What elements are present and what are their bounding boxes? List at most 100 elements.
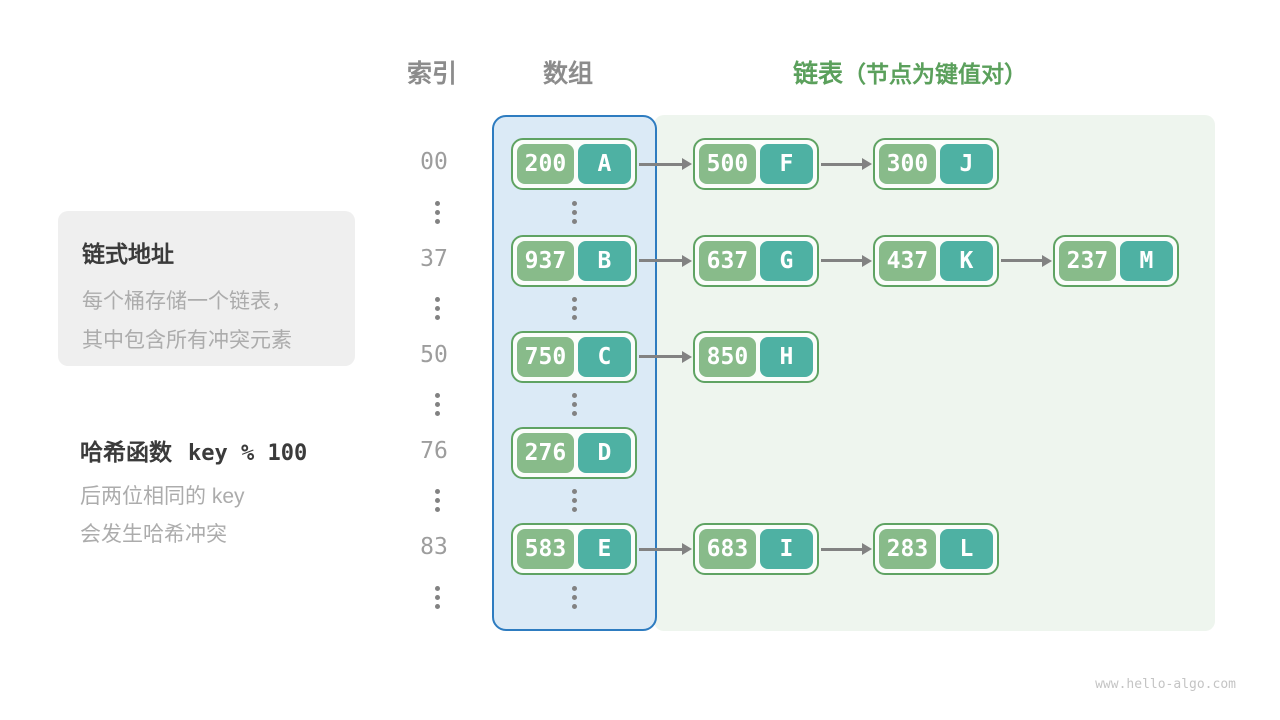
dot xyxy=(434,315,440,320)
key-cell: 300 xyxy=(879,144,936,184)
linked-list-label: 链表 xyxy=(793,60,844,88)
dot xyxy=(434,210,440,215)
arrow-right-icon xyxy=(639,350,692,363)
value-cell: K xyxy=(939,240,993,281)
ellipsis-dots xyxy=(434,297,440,320)
chaining-callout-line: 其中包含所有冲突元素 xyxy=(82,329,292,352)
arrow-right-icon xyxy=(821,158,872,170)
key-cell: 850 xyxy=(699,336,756,377)
dot xyxy=(434,219,440,224)
watermark: www.hello-algo.com xyxy=(1095,677,1236,692)
bucket-index-label: 50 xyxy=(420,341,448,368)
arrow-right-icon xyxy=(1001,254,1052,267)
chaining-callout-box: 链式地址 每个桶存储一个链表， 其中包含所有冲突元素 xyxy=(58,211,355,366)
key-cell: 683 xyxy=(699,529,756,569)
linked-list-note: （节点为键值对） xyxy=(843,61,1028,87)
key-cell: 637 xyxy=(699,240,756,281)
dot xyxy=(571,498,577,503)
arrow-right-icon xyxy=(821,543,872,555)
dot xyxy=(571,306,577,311)
key-cell: 237 xyxy=(1059,240,1116,281)
dot xyxy=(571,507,577,512)
hash-function-callout: 哈希函数 key % 100 后两位相同的 key 会发生哈希冲突 xyxy=(80,433,390,554)
key-cell: 937 xyxy=(517,240,574,281)
value-cell: G xyxy=(759,240,813,281)
value-cell: E xyxy=(577,529,631,569)
arrow-right-icon xyxy=(639,543,692,555)
dot xyxy=(434,586,440,591)
array-column-header: 数组 xyxy=(542,60,593,88)
ellipsis-dots xyxy=(571,201,577,224)
bucket-index-label: 00 xyxy=(420,149,448,175)
value-cell: F xyxy=(759,144,813,184)
value-cell: L xyxy=(939,529,993,569)
value-cell: C xyxy=(577,336,631,377)
key-cell: 200 xyxy=(517,144,574,184)
arrow-right-icon xyxy=(639,158,692,170)
dot xyxy=(571,201,577,206)
hash-function-line: 后两位相同的 key xyxy=(80,485,245,508)
hash-function-title: 哈希函数 xyxy=(80,439,172,465)
ellipsis-dots xyxy=(571,393,577,416)
arrow-right-icon xyxy=(639,254,692,267)
dot xyxy=(434,393,440,398)
dot xyxy=(434,411,440,416)
ellipsis-dots xyxy=(434,201,440,224)
dot xyxy=(434,297,440,302)
dot xyxy=(571,315,577,320)
chaining-callout-title: 链式地址 xyxy=(82,241,174,267)
value-cell: J xyxy=(939,144,993,184)
key-cell: 276 xyxy=(517,432,574,473)
value-cell: M xyxy=(1119,240,1173,281)
key-cell: 437 xyxy=(879,240,936,281)
dot xyxy=(571,393,577,398)
dot xyxy=(434,306,440,311)
dot xyxy=(571,411,577,416)
dot xyxy=(434,489,440,494)
ellipsis-dots xyxy=(571,586,577,609)
hash-function-code: key % 100 xyxy=(188,441,308,466)
ellipsis-dots xyxy=(571,489,577,512)
linked-list-column-header: 链表（节点为键值对） xyxy=(793,54,1027,90)
key-cell: 750 xyxy=(517,336,574,377)
key-cell: 583 xyxy=(517,529,574,569)
dot xyxy=(571,210,577,215)
ellipsis-dots xyxy=(434,393,440,416)
value-cell: B xyxy=(577,240,631,281)
key-cell: 283 xyxy=(879,529,936,569)
dot xyxy=(571,219,577,224)
dot xyxy=(571,595,577,600)
chaining-callout-line: 每个桶存储一个链表， xyxy=(82,290,292,313)
ellipsis-dots xyxy=(434,586,440,609)
key-cell: 500 xyxy=(699,144,756,184)
dot xyxy=(434,201,440,206)
bucket-index-label: 83 xyxy=(420,534,448,560)
hash-function-line: 会发生哈希冲突 xyxy=(80,523,227,546)
dot xyxy=(571,402,577,407)
dot xyxy=(434,498,440,503)
dot xyxy=(434,604,440,609)
index-column-header: 索引 xyxy=(406,60,457,88)
dot xyxy=(571,297,577,302)
dot xyxy=(571,604,577,609)
value-cell: H xyxy=(759,336,813,377)
dot xyxy=(434,402,440,407)
value-cell: A xyxy=(577,144,631,184)
ellipsis-dots xyxy=(571,297,577,320)
value-cell: I xyxy=(759,529,813,569)
ellipsis-dots xyxy=(434,489,440,512)
arrow-right-icon xyxy=(821,254,872,267)
